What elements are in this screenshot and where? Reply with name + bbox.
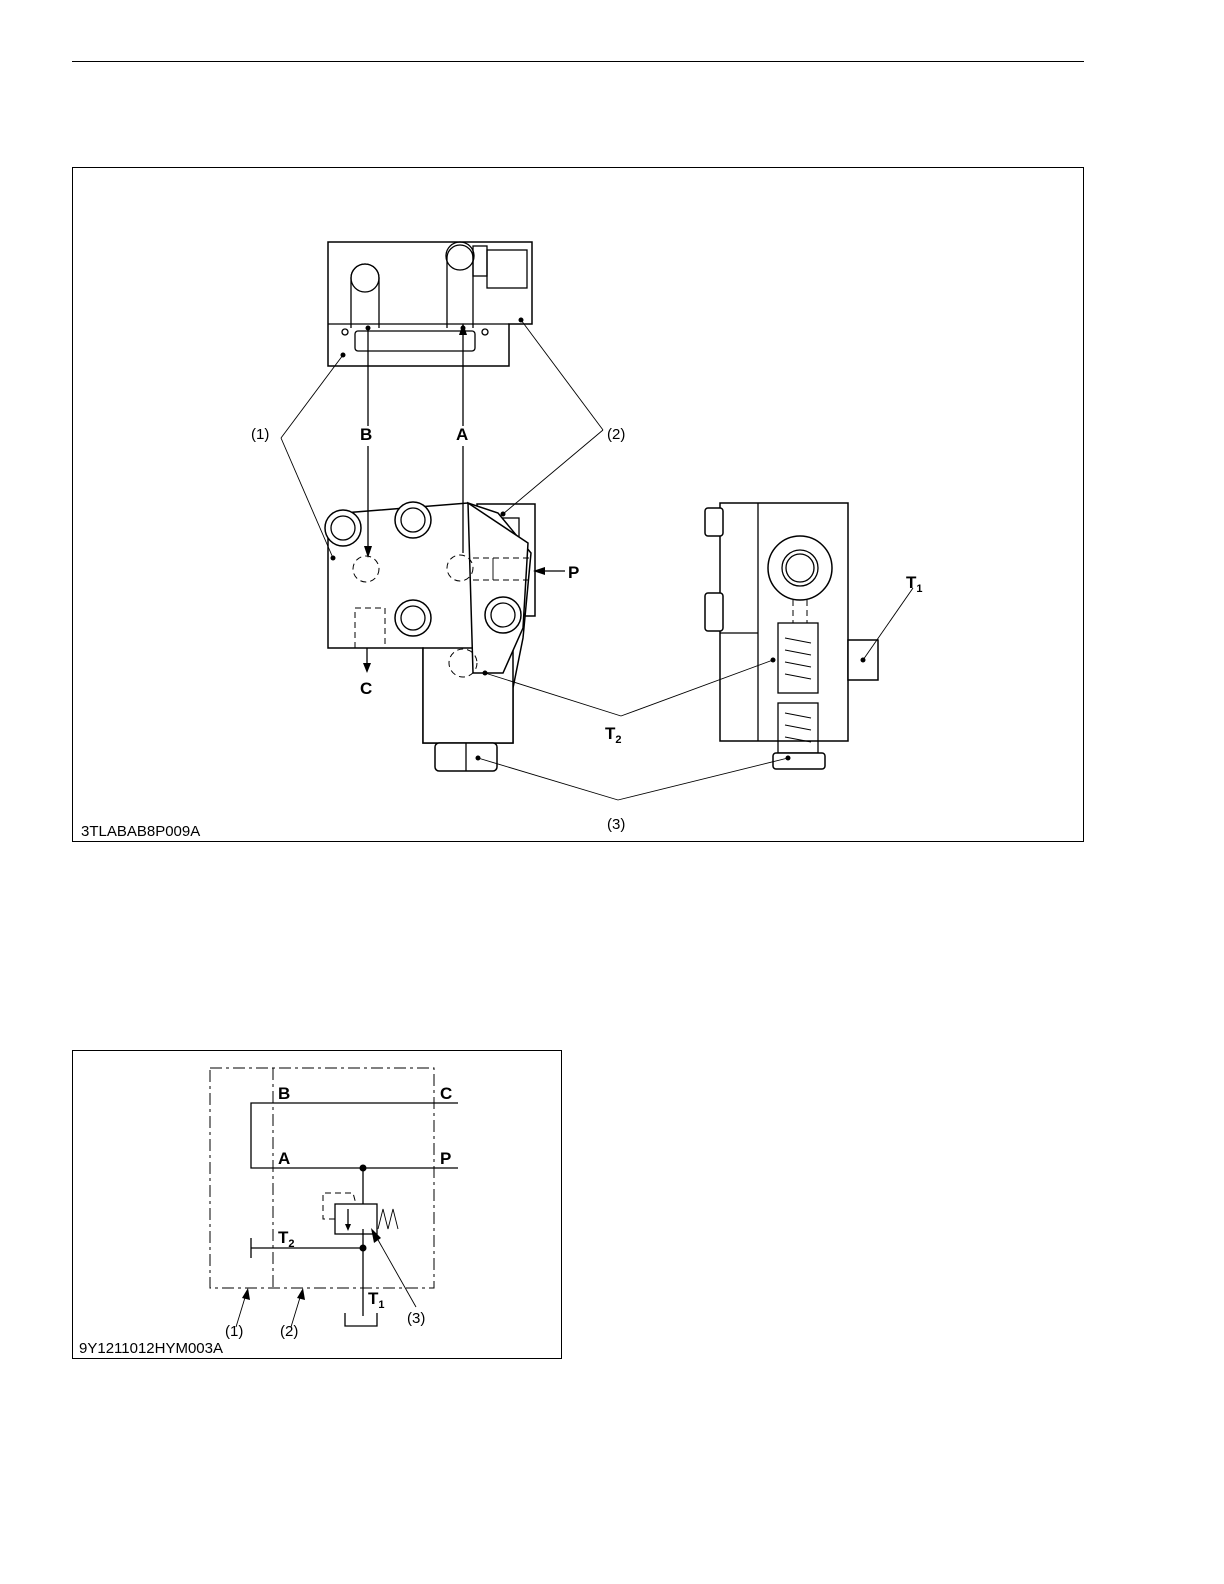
figure-code: 9Y1211012HYM003A bbox=[79, 1340, 223, 1357]
hydraulic-schematic-figure: B C A P T2 T1 (1) (2) (3) 9Y1211012HYM00… bbox=[72, 1050, 562, 1359]
port-A-label: A bbox=[278, 1149, 290, 1168]
relief-valve-symbol bbox=[323, 1193, 398, 1234]
callout-2: (2) bbox=[280, 1323, 298, 1340]
leader-arrows bbox=[236, 1228, 416, 1327]
port-C-label: C bbox=[360, 679, 372, 698]
port-T1-label: T1 bbox=[368, 1289, 385, 1311]
port-C-label: C bbox=[440, 1084, 452, 1103]
port-T1-label: T1 bbox=[906, 573, 923, 595]
callout-2: (2) bbox=[607, 426, 625, 443]
component-boundary-1 bbox=[210, 1068, 434, 1288]
callout-1: (1) bbox=[225, 1323, 243, 1340]
flow-lines bbox=[251, 1103, 458, 1326]
port-P-label: P bbox=[440, 1149, 451, 1168]
callout-3: (3) bbox=[407, 1310, 425, 1327]
front-view-block bbox=[325, 502, 535, 771]
callout-3: (3) bbox=[607, 816, 625, 833]
figure-code: 3TLABAB8P009A bbox=[81, 823, 200, 840]
side-view-block bbox=[705, 503, 878, 769]
top-view-block bbox=[328, 242, 532, 366]
port-T2-label: T2 bbox=[278, 1228, 295, 1250]
valve-drawing: (1) (2) (3) B A P C T1 T2 3TLABAB8P009A bbox=[73, 168, 1085, 843]
port-P-label: P bbox=[568, 563, 579, 582]
callout-1: (1) bbox=[251, 426, 269, 443]
port-T2-label: T2 bbox=[605, 724, 622, 746]
port-A-label: A bbox=[456, 425, 468, 444]
hydraulic-schematic: B C A P T2 T1 (1) (2) (3) 9Y1211012HYM00… bbox=[73, 1051, 563, 1360]
port-B-label: B bbox=[360, 425, 372, 444]
port-B-label: B bbox=[278, 1084, 290, 1103]
valve-drawing-figure: (1) (2) (3) B A P C T1 T2 3TLABAB8P009A bbox=[72, 167, 1084, 842]
header-rule bbox=[72, 61, 1084, 62]
